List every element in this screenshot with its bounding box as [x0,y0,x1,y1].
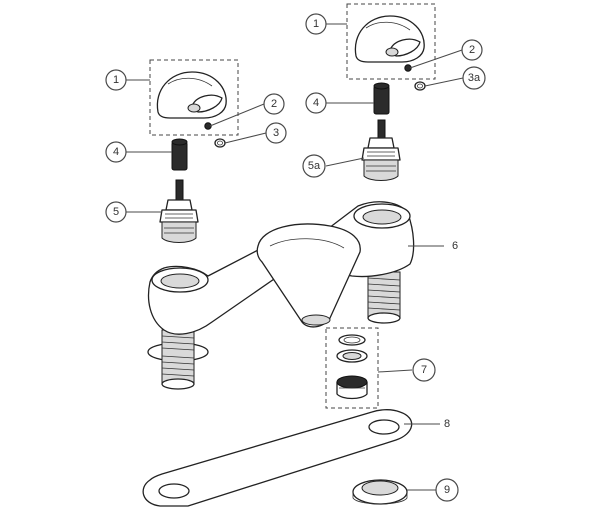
callout-2-left: 2 [263,93,285,115]
svg-text:7: 7 [421,364,427,376]
svg-text:3: 3 [273,127,279,139]
base-plate [142,409,413,507]
left-threaded-stem [147,329,209,390]
svg-text:9: 9 [444,484,450,496]
right-cartridge [361,119,401,181]
callout-4-left: 4 [105,141,127,163]
svg-text:3a: 3a [468,72,481,84]
svg-text:2: 2 [271,98,277,110]
callout-4-right: 4 [305,92,327,114]
mixer-tap-body [147,201,415,390]
callout-5: 5 [105,201,127,223]
right-handle-cap [354,15,425,63]
svg-text:1: 1 [113,74,119,86]
aerator-group-box [325,327,379,409]
callout-7: 7 [412,358,436,382]
right-spindle-extension [373,82,390,115]
callout-5a: 5a [302,154,326,178]
right-threaded-stem [367,271,401,324]
svg-text:4: 4 [113,146,119,158]
callout-1-left: 1 [105,69,127,91]
flange-nut [352,479,408,505]
svg-text:4: 4 [313,97,319,109]
left-handle-group-box [149,59,239,136]
callout-8: 8 [444,418,450,430]
svg-text:8: 8 [444,418,450,430]
aerator-parts [336,334,368,400]
svg-text:2: 2 [469,44,475,56]
left-spindle-extension [171,138,188,171]
left-handle-cap [156,71,227,119]
callout-9: 9 [435,478,459,502]
svg-text:5: 5 [113,206,119,218]
callout-3: 3 [265,122,287,144]
right-screw-cap [414,81,426,91]
callout-2-right: 2 [461,39,483,61]
callout-1-right: 1 [305,13,327,35]
svg-text:5a: 5a [308,160,321,172]
callout-3a: 3a [462,66,486,90]
svg-text:6: 6 [452,240,458,252]
left-screw-cap [214,138,226,148]
leader-lines [126,23,464,491]
left-cartridge [159,179,199,243]
callout-6: 6 [452,240,458,252]
svg-text:1: 1 [313,18,319,30]
right-handle-group-box [346,3,436,80]
